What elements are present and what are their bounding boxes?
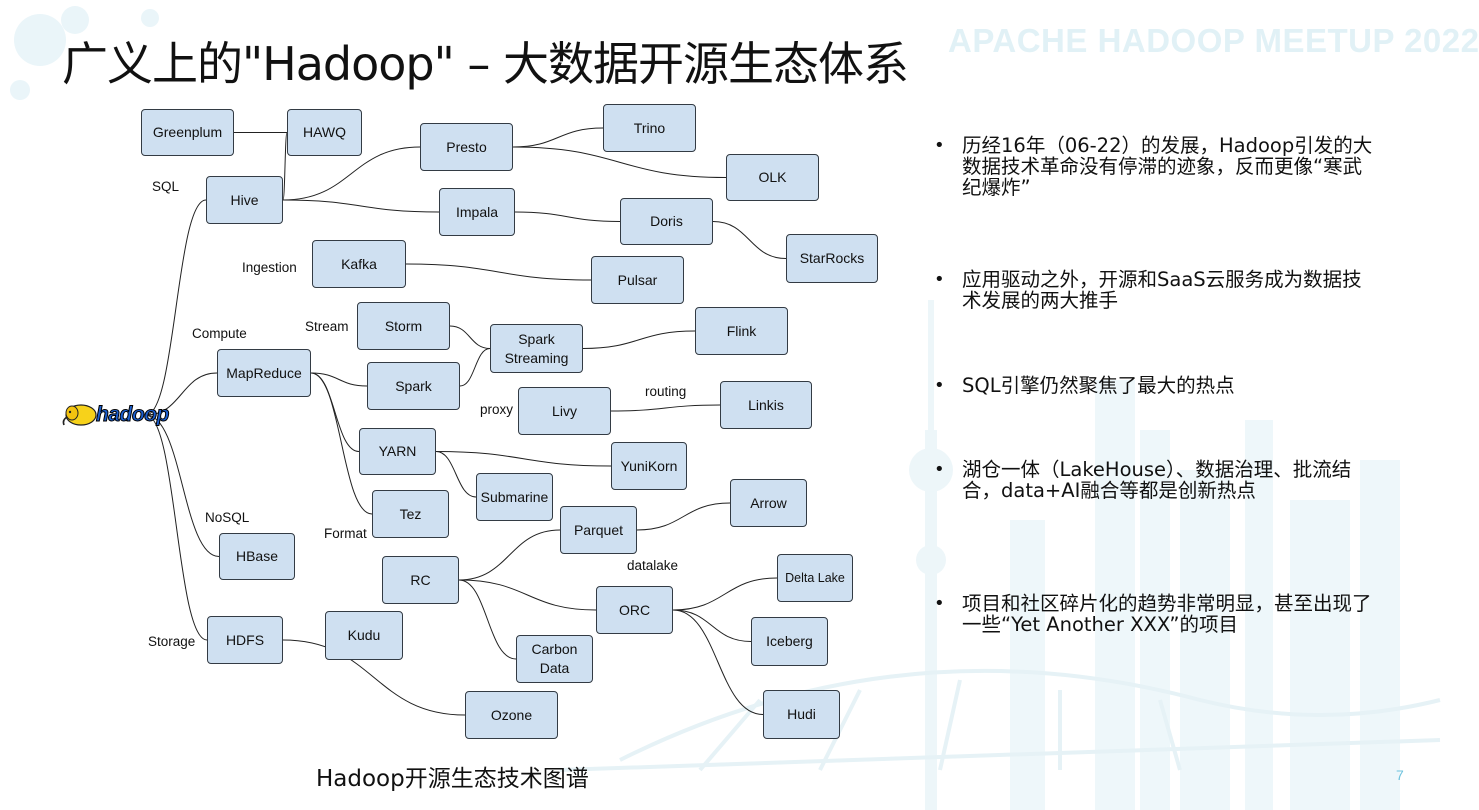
- hadoop-logo-text: hadoop: [96, 403, 170, 427]
- node-livy: Livy: [518, 387, 611, 435]
- edge-mapreduce-tez: [310, 372, 373, 515]
- node-iceberg: Iceberg: [751, 617, 828, 666]
- edge-kafka-pulsar: [405, 263, 592, 281]
- edge-livy-linkis: [610, 404, 721, 412]
- edge-presto-trino: [512, 127, 604, 148]
- node-hive: Hive: [206, 176, 283, 224]
- node-ozone: Ozone: [465, 691, 558, 739]
- bullet-dot-icon: •: [934, 135, 945, 156]
- label-format: Format: [324, 526, 367, 541]
- bullet-text: SQL引擎仍然聚焦了最大的热点: [962, 374, 1235, 397]
- node-spark: Spark: [367, 362, 460, 410]
- edge-orc-delta-lake: [672, 577, 778, 611]
- edge-presto-olk: [512, 146, 727, 178]
- bullet-dot-icon: •: [934, 459, 945, 480]
- label-datalake: datalake: [627, 558, 679, 573]
- edge-hive-impala: [282, 199, 440, 213]
- bullet-dot-icon: •: [934, 375, 945, 396]
- bullet-dot-icon: •: [934, 593, 945, 614]
- node-tez: Tez: [372, 490, 449, 538]
- node-storm: Storm: [357, 302, 450, 350]
- node-greenplum: Greenplum: [141, 109, 234, 156]
- edge-rc-orc: [458, 579, 597, 611]
- node-kudu: Kudu: [325, 611, 403, 660]
- edge-hadoop-hive: [145, 199, 207, 416]
- edge-spark-spark-streaming: [459, 348, 491, 387]
- node-delta-lake: Delta Lake: [777, 554, 853, 602]
- node-rc: RC: [382, 556, 459, 604]
- node-orc: ORC: [596, 586, 673, 634]
- edge-hdfs-ozone: [282, 639, 466, 716]
- bullet-text: 历经16年（06-22）的发展，Hadoop引发的大数据技术革命没有停滞的迹象，…: [962, 134, 1373, 199]
- edge-doris-starrocks: [712, 221, 787, 259]
- node-yarn: YARN: [359, 428, 436, 475]
- node-spark-streaming: Spark Streaming: [490, 324, 583, 373]
- edge-parquet-arrow: [636, 502, 731, 531]
- diagram-caption: Hadoop开源生态技术图谱: [316, 766, 589, 792]
- label-routing: routing: [645, 384, 687, 399]
- edge-storm-spark-streaming: [449, 325, 491, 349]
- label-storage: Storage: [148, 634, 196, 649]
- node-hdfs: HDFS: [207, 616, 283, 664]
- node-impala: Impala: [439, 188, 515, 236]
- label-sql: SQL: [152, 179, 180, 194]
- page-number: 7: [1396, 767, 1404, 783]
- node-parquet: Parquet: [560, 506, 637, 554]
- node-hbase: HBase: [219, 533, 295, 580]
- label-nosql: NoSQL: [205, 510, 250, 525]
- bullet-text: 项目和社区碎片化的趋势非常明显，甚至出现了一些“Yet Another XXX”…: [962, 592, 1372, 636]
- edge-spark-streaming-flink: [582, 330, 696, 349]
- bullet-text: 湖仓一体（LakeHouse）、数据治理、批流结合，data+AI融合等都是创新…: [962, 458, 1352, 502]
- edge-mapreduce-spark: [310, 372, 368, 387]
- node-flink: Flink: [695, 307, 788, 355]
- edge-rc-carbon-data: [458, 579, 517, 660]
- edge-hadoop-mapreduce: [145, 372, 218, 416]
- edge-rc-parquet: [458, 529, 561, 581]
- hadoop-logo: hadoop: [60, 401, 200, 429]
- node-hudi: Hudi: [763, 690, 840, 739]
- edge-orc-hudi: [672, 609, 764, 715]
- bullet-dot-icon: •: [934, 269, 945, 290]
- node-doris: Doris: [620, 198, 713, 245]
- label-compute: Compute: [192, 326, 247, 341]
- edge-hadoop-hdfs: [145, 414, 208, 641]
- label-ingestion: Ingestion: [242, 260, 297, 275]
- edge-yarn-submarine: [435, 451, 477, 498]
- node-yunikorn: YuniKorn: [611, 442, 687, 490]
- ecosystem-diagram-edges: [145, 127, 787, 716]
- node-trino: Trino: [603, 104, 696, 152]
- node-submarine: Submarine: [476, 473, 553, 521]
- event-watermark: APACHE HADOOP MEETUP 2022: [948, 22, 1479, 59]
- node-arrow: Arrow: [730, 479, 807, 527]
- edge-hive-presto: [282, 146, 421, 201]
- node-linkis: Linkis: [720, 381, 812, 429]
- node-hawq: HAWQ: [287, 109, 362, 156]
- edge-impala-doris: [514, 211, 621, 222]
- edge-yarn-yunikorn: [435, 451, 612, 467]
- hadoop-elephant-icon: [62, 404, 97, 426]
- node-starrocks: StarRocks: [786, 234, 878, 283]
- background-skyline-decoration: [10, 6, 1441, 810]
- edge-orc-iceberg: [672, 609, 752, 642]
- node-olk: OLK: [726, 154, 819, 201]
- label-proxy: proxy: [480, 402, 514, 417]
- node-presto: Presto: [420, 123, 513, 171]
- edge-hadoop-hbase: [145, 414, 220, 557]
- bullet-text: 应用驱动之外，开源和SaaS云服务成为数据技术发展的两大推手: [962, 268, 1362, 312]
- node-kafka: Kafka: [312, 240, 406, 288]
- edge-hawq-hive: [282, 132, 288, 201]
- node-mapreduce: MapReduce: [217, 349, 311, 397]
- label-stream: Stream: [305, 319, 349, 334]
- node-carbon-data: Carbon Data: [516, 635, 593, 683]
- node-pulsar: Pulsar: [591, 256, 684, 304]
- page-title: 广义上的"Hadoop" – 大数据开源生态体系: [62, 37, 909, 91]
